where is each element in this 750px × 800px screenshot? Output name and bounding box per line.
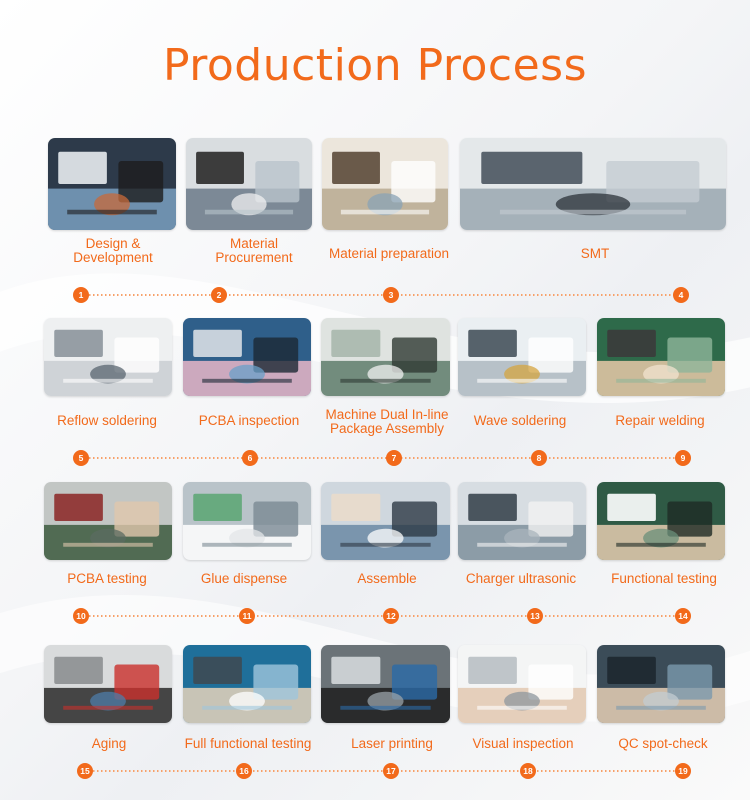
assemble-photo — [321, 482, 450, 560]
step-number-badge: 14 — [675, 608, 691, 624]
office-computer-photo — [186, 138, 312, 230]
step-label-line: Design & — [85, 236, 141, 251]
step-number-badge: 3 — [383, 287, 399, 303]
step-label: Visual inspection — [443, 737, 603, 751]
step-number-badge: 16 — [236, 763, 252, 779]
step-number-badge: 1 — [73, 287, 89, 303]
step-label-line: Material — [229, 236, 278, 251]
step-number-badge: 8 — [531, 450, 547, 466]
step-label-line: Full functional testing — [184, 736, 312, 751]
engineer-at-monitor-photo — [48, 138, 176, 230]
smt-machine-photo — [460, 138, 726, 230]
repair-welding-photo — [597, 318, 725, 396]
reflow-oven-photo — [44, 318, 172, 396]
step-label: Glue dispense — [164, 572, 324, 586]
step-label: QC spot-check — [583, 737, 743, 751]
step-number-badge: 17 — [383, 763, 399, 779]
step-label-line: Aging — [91, 736, 127, 751]
step-label: Charger ultrasonic — [441, 572, 601, 586]
step-number-badge: 13 — [527, 608, 543, 624]
functional-testing-photo — [597, 482, 725, 560]
qc-spot-check-photo — [597, 645, 725, 723]
step-label: PCBA inspection — [169, 414, 329, 428]
step-label-line: Assemble — [357, 571, 417, 586]
glue-dispense-photo — [183, 482, 311, 560]
step-label: Repair welding — [580, 414, 740, 428]
step-label: Wave soldering — [440, 414, 600, 428]
step-label: Material preparation — [309, 247, 469, 261]
step-number-badge: 18 — [520, 763, 536, 779]
step-label-line: Machine Dual In-line — [325, 407, 449, 422]
step-number-badge: 12 — [383, 608, 399, 624]
timeline-connector — [81, 457, 683, 459]
dip-assembly-photo — [321, 318, 450, 396]
step-number-badge: 15 — [77, 763, 93, 779]
warehouse-shelf-photo — [322, 138, 448, 230]
step-label-line: Charger ultrasonic — [465, 571, 577, 586]
step-label: Reflow soldering — [27, 414, 187, 428]
step-label-line: Visual inspection — [472, 736, 574, 751]
step-label-line: Wave soldering — [473, 413, 567, 428]
wave-solder-machine-photo — [458, 318, 586, 396]
step-label: SMT — [515, 247, 675, 261]
step-label: Functional testing — [584, 572, 744, 586]
step-label-line: Material preparation — [328, 246, 450, 261]
step-label-line: Package Assembly — [329, 421, 445, 436]
step-number-badge: 6 — [242, 450, 258, 466]
step-number-badge: 7 — [386, 450, 402, 466]
aging-rack-photo — [44, 645, 172, 723]
laser-printing-photo — [321, 645, 450, 723]
step-label: Laser printing — [312, 737, 472, 751]
visual-inspection-photo — [458, 645, 586, 723]
step-label-line: Procurement — [215, 250, 293, 265]
step-label-line: Glue dispense — [200, 571, 288, 586]
step-label-line: Reflow soldering — [57, 413, 157, 428]
pcba-testing-photo — [44, 482, 172, 560]
step-label-line: QC spot-check — [618, 736, 708, 751]
step-number-badge: 10 — [73, 608, 89, 624]
step-number-badge: 9 — [675, 450, 691, 466]
step-label: Assemble — [307, 572, 467, 586]
step-label: Full functional testing — [168, 737, 328, 751]
step-label-line: Development — [73, 250, 153, 265]
step-number-badge: 11 — [239, 608, 255, 624]
inspection-station-photo — [183, 318, 311, 396]
step-number-badge: 5 — [73, 450, 89, 466]
step-label-line: SMT — [580, 246, 610, 261]
timeline-connector — [81, 615, 683, 617]
step-label-line: Repair welding — [615, 413, 705, 428]
timeline-connector — [81, 294, 681, 296]
full-functional-testing-photo — [183, 645, 311, 723]
page-title: Production Process — [163, 40, 587, 91]
step-number-badge: 19 — [675, 763, 691, 779]
step-label-line: PCBA inspection — [198, 413, 300, 428]
step-label-line: Functional testing — [611, 571, 717, 586]
step-number-badge: 4 — [673, 287, 689, 303]
step-label: PCBA testing — [27, 572, 187, 586]
step-label-line: PCBA testing — [67, 571, 147, 586]
step-label: Aging — [29, 737, 189, 751]
step-label-line: Laser printing — [351, 736, 433, 751]
step-label: Design &Development — [33, 237, 193, 265]
ultrasonic-machine-photo — [458, 482, 586, 560]
step-number-badge: 2 — [211, 287, 227, 303]
